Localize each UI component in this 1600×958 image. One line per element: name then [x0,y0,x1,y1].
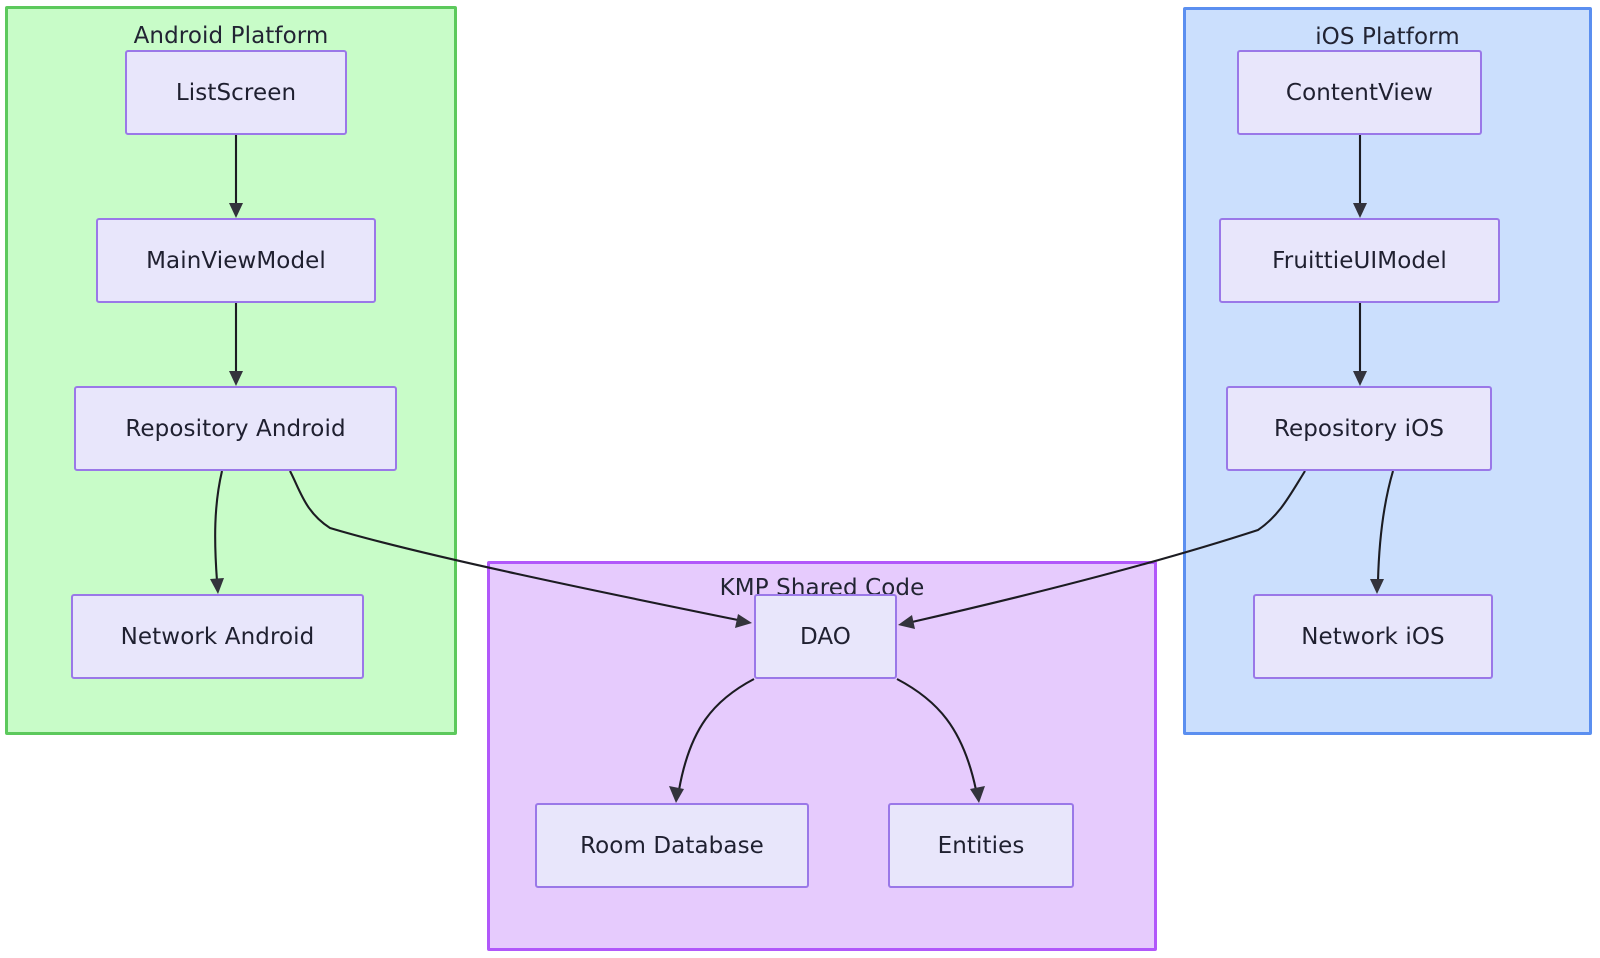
subgraph-title-android: Android Platform [133,23,329,49]
node-label-dao: DAO [799,623,852,650]
node-label-contentview: ContentView [1285,79,1434,106]
node-label-room-database: Room Database [580,832,764,859]
node-contentview[interactable]: ContentView [1237,50,1482,135]
node-listscreen[interactable]: ListScreen [125,50,347,135]
node-repository-android[interactable]: Repository Android [74,386,397,471]
node-label-fruittieuimodel: FruittieUIModel [1272,247,1447,274]
node-label-mainviewmodel: MainViewModel [146,247,326,274]
node-entities[interactable]: Entities [888,803,1074,888]
node-label-repository-ios: Repository iOS [1273,415,1445,442]
node-label-network-android: Network Android [120,623,315,650]
node-label-entities: Entities [937,832,1025,859]
node-fruittieuimodel[interactable]: FruittieUIModel [1219,218,1500,303]
node-network-android[interactable]: Network Android [71,594,364,679]
node-label-repository-android: Repository Android [125,415,346,442]
node-label-listscreen: ListScreen [175,79,297,106]
node-network-ios[interactable]: Network iOS [1253,594,1493,679]
node-repository-ios[interactable]: Repository iOS [1226,386,1492,471]
node-mainviewmodel[interactable]: MainViewModel [96,218,376,303]
node-dao[interactable]: DAO [754,594,897,679]
subgraph-title-ios: iOS Platform [1315,24,1460,50]
node-label-network-ios: Network iOS [1301,623,1445,650]
node-room-database[interactable]: Room Database [535,803,809,888]
